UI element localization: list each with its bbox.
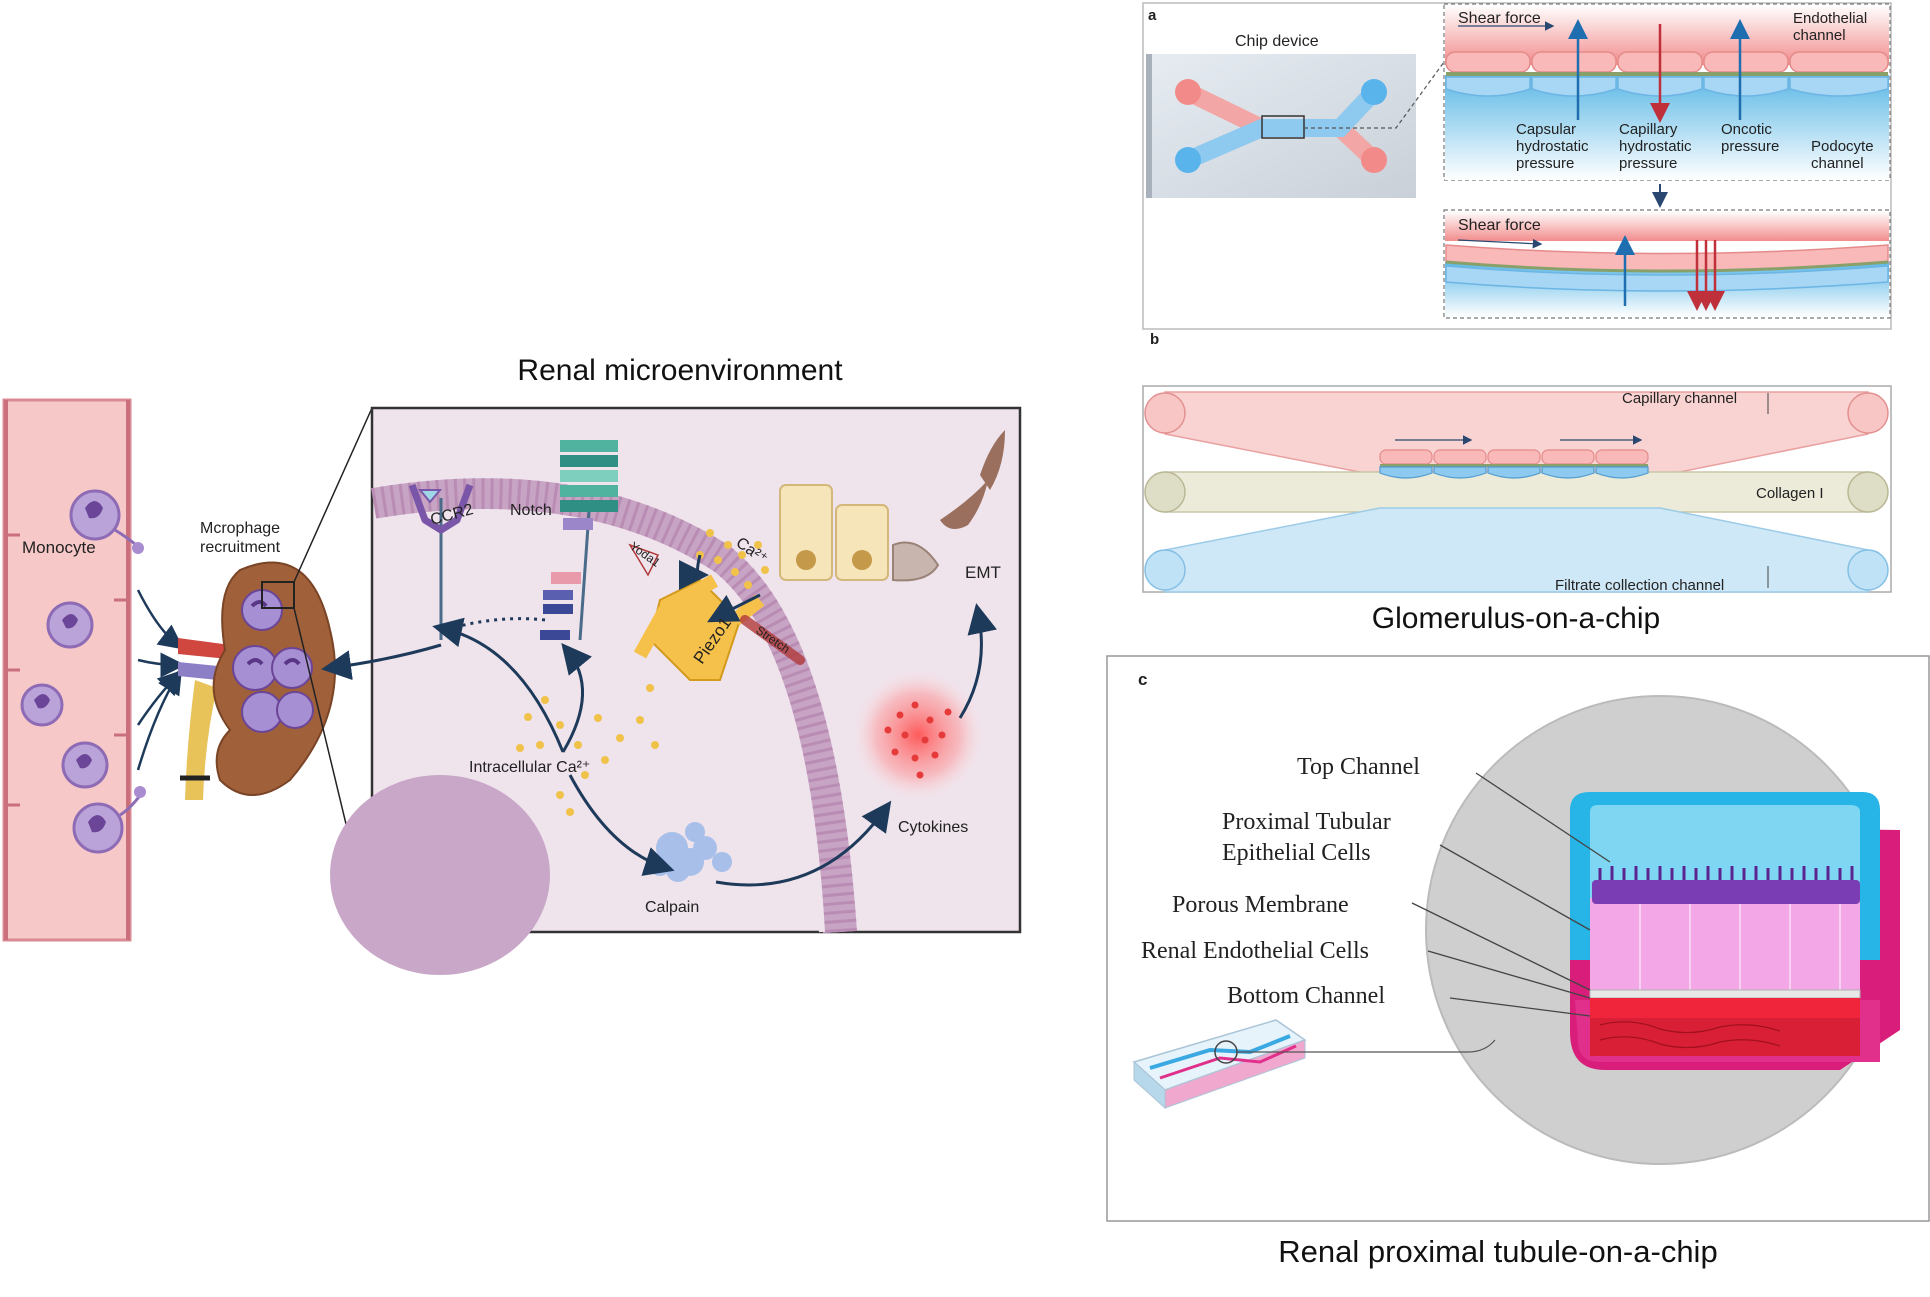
- capillary-label-3: pressure: [1619, 155, 1677, 172]
- porous-membrane-label: Porous Membrane: [1172, 892, 1349, 918]
- podocyte-label-2: channel: [1811, 155, 1864, 172]
- blood-vessel: [2, 398, 132, 942]
- intracellular-ca-label: Intracellular Ca²⁺: [469, 759, 590, 776]
- panel-b-caption: Glomerulus-on-a-chip: [1372, 602, 1660, 635]
- shear-force-label-2: Shear force: [1458, 217, 1541, 234]
- channel-zoom-bottom: [1443, 209, 1891, 319]
- calpain-label: Calpain: [645, 899, 699, 916]
- channel-zoom-top: [1443, 3, 1891, 181]
- cytokines-label: Cytokines: [898, 819, 968, 836]
- zoom-line-top: [293, 407, 373, 583]
- leader-lines: [1411, 772, 1611, 1017]
- collagen-label: Collagen I: [1756, 485, 1824, 502]
- glomerulus-cells: [1379, 435, 1649, 479]
- capillary-label-1: Capillary: [1619, 121, 1678, 138]
- capsular-label-1: Capsular: [1516, 121, 1576, 138]
- filtrate-label: Filtrate collection channel: [1555, 577, 1724, 594]
- small-tubule-chip: [1132, 1019, 1496, 1110]
- panel-a-letter: a: [1148, 7, 1157, 24]
- recruitment-label-1: Mcrophage: [200, 520, 280, 537]
- podocyte-label-1: Podocyte: [1811, 138, 1874, 155]
- panel-a: a Chip device: [1142, 2, 1892, 330]
- tubule-cutaway: [1570, 792, 1900, 1070]
- panel-c-caption: Renal proximal tubule-on-a-chip: [1278, 1234, 1717, 1269]
- bottom-channel-label: Bottom Channel: [1227, 983, 1385, 1009]
- endothelial-label-2: channel: [1793, 27, 1846, 44]
- monocyte-label: Monocyte: [22, 538, 96, 557]
- capillary-channel-label: Capillary channel: [1622, 390, 1737, 407]
- microenvironment-inset: [321, 406, 1022, 975]
- renal-endothelial-label: Renal Endothelial Cells: [1141, 938, 1369, 964]
- left-panel: Renal microenvironment Monocyte: [2, 354, 1022, 975]
- oncotic-label-2: pressure: [1721, 138, 1779, 155]
- notch-label: Notch: [510, 502, 552, 519]
- endothelial-label-1: Endothelial: [1793, 10, 1867, 27]
- panel-b: b C: [1142, 331, 1892, 635]
- proximal-label-2: Epithelial Cells: [1222, 840, 1371, 866]
- chip-device-label: Chip device: [1235, 33, 1319, 50]
- recruitment-label-2: recruitment: [200, 539, 281, 556]
- shear-force-label-1: Shear force: [1458, 10, 1541, 27]
- oncotic-label-1: Oncotic: [1721, 121, 1772, 138]
- monocyte-cells: [20, 489, 146, 854]
- capillary-label-2: hydrostatic: [1619, 138, 1692, 155]
- proximal-label-1: Proximal Tubular: [1222, 809, 1391, 835]
- panel-c-letter: c: [1138, 670, 1147, 689]
- chip-device: [1146, 54, 1445, 198]
- capsular-label-2: hydrostatic: [1516, 138, 1589, 155]
- capsular-label-3: pressure: [1516, 155, 1574, 172]
- emt-label: EMT: [965, 563, 1001, 582]
- top-channel-label: Top Channel: [1297, 754, 1420, 780]
- panel-b-letter: b: [1150, 331, 1159, 348]
- panel-c: c: [1106, 655, 1930, 1269]
- kidney: [178, 561, 336, 800]
- left-title: Renal microenvironment: [517, 354, 843, 387]
- recruitment-arrows: [136, 589, 186, 771]
